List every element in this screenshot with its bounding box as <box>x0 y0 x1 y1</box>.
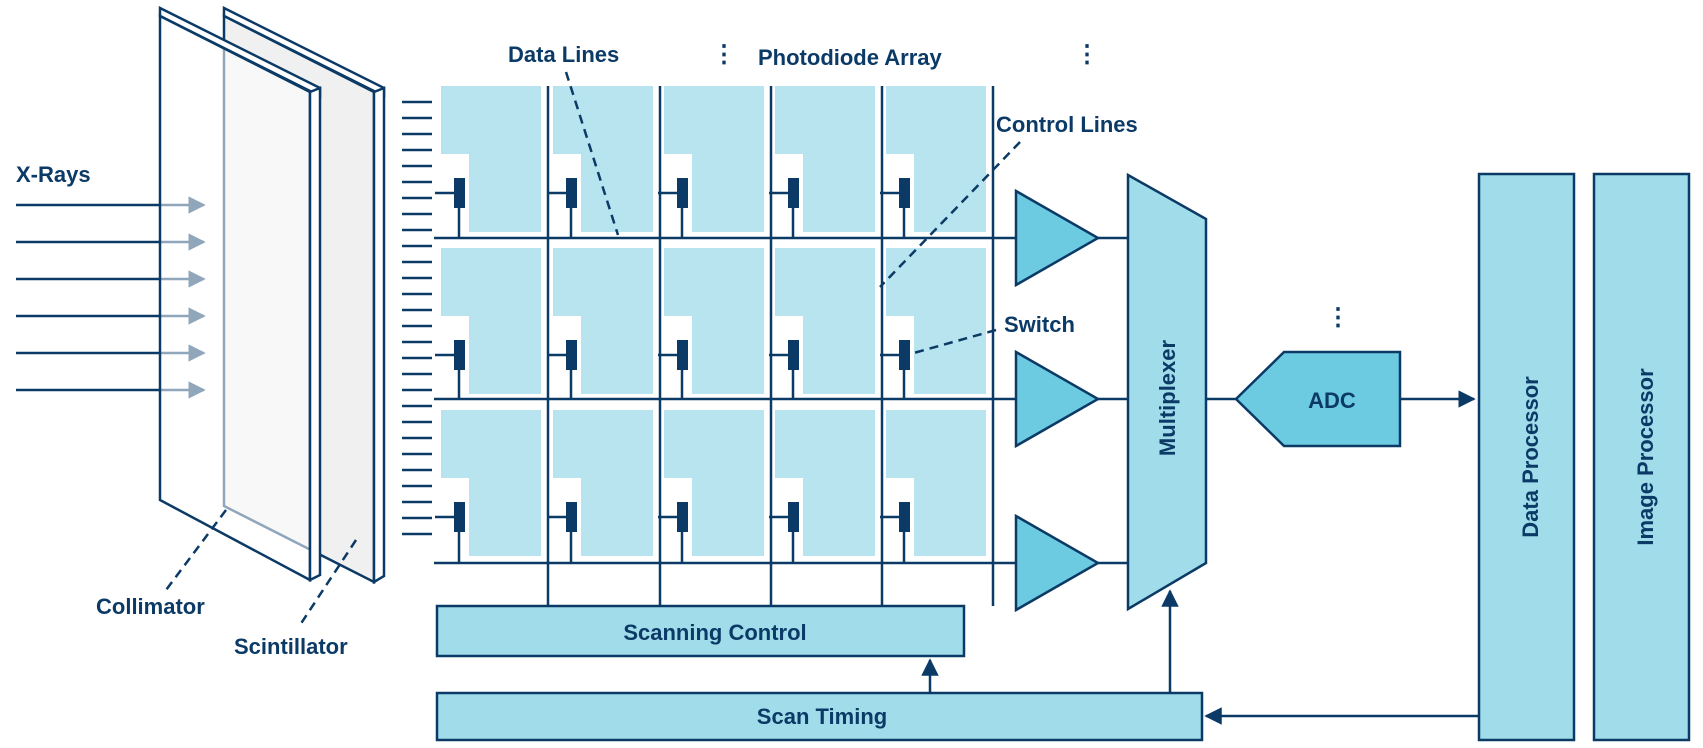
amplifier <box>1014 188 1101 288</box>
photodiode-array-label: Photodiode Array <box>758 45 943 70</box>
data-lines-leader <box>564 71 620 236</box>
photodiode-cell <box>886 248 986 394</box>
amplifier <box>1014 513 1101 613</box>
adc-block: ADC <box>1234 350 1402 448</box>
photodiode-cell <box>553 86 653 232</box>
data-lines-label: Data Lines <box>508 42 619 67</box>
photodiode-cell <box>441 86 541 232</box>
image-processor-block: Image Processor <box>1592 172 1691 742</box>
multiplexer-label: Multiplexer <box>1155 339 1180 456</box>
photodiode-cell <box>553 410 653 556</box>
continuation-dots-left: ⋮ <box>712 41 736 68</box>
switch-transistor <box>454 502 465 532</box>
photodiode-cell <box>441 410 541 556</box>
control-lines-leader <box>879 141 1021 288</box>
switch-leader <box>902 328 997 358</box>
switch-label: Switch <box>1004 312 1075 337</box>
switch-transistor <box>788 178 799 208</box>
image-processor-label: Image Processor <box>1633 368 1658 546</box>
photodiode-cell <box>775 86 875 232</box>
photodiode-cell <box>775 410 875 556</box>
photodiode-array <box>434 86 1018 606</box>
photodiode-cell <box>441 248 541 394</box>
continuation-dots-adc: ⋮ <box>1326 304 1350 331</box>
photodiode-cell <box>664 410 764 556</box>
switch-transistor <box>899 502 910 532</box>
photodiode-cell <box>886 410 986 556</box>
collimator-label: Collimator <box>96 594 205 619</box>
multiplexer-block: Multiplexer <box>1126 172 1208 612</box>
photodiode-cell <box>775 248 875 394</box>
photodiode-cell <box>553 248 653 394</box>
data-processor-block: Data Processor <box>1477 172 1576 742</box>
switch-transistor <box>454 340 465 370</box>
xrays-label: X-Rays <box>16 162 91 187</box>
photodiode-cell <box>886 86 986 232</box>
scintillator-label: Scintillator <box>234 634 348 659</box>
scan-timing-block: Scan Timing <box>435 691 1204 742</box>
scintillator-edge-ticks <box>402 100 432 536</box>
collimator-leader <box>165 509 227 591</box>
switch-transistor <box>566 178 577 208</box>
scan-timing-label: Scan Timing <box>757 704 887 729</box>
control-lines-label: Control Lines <box>996 112 1138 137</box>
photodiode-cell <box>664 248 764 394</box>
scanning-control-block: Scanning Control <box>435 604 966 658</box>
collimator-plate <box>158 5 322 583</box>
data-processor-label: Data Processor <box>1518 376 1543 538</box>
continuation-dots-right: ⋮ <box>1075 41 1099 68</box>
amplifier <box>1014 349 1101 449</box>
switch-transistor <box>677 502 688 532</box>
scintillator-leader <box>298 539 358 626</box>
switch-transistor <box>677 178 688 208</box>
switch-transistor <box>899 178 910 208</box>
amplifiers <box>1014 188 1128 613</box>
switch-transistor <box>566 340 577 370</box>
scanning-control-label: Scanning Control <box>623 620 806 645</box>
switch-transistor <box>454 178 465 208</box>
switch-transistor <box>566 502 577 532</box>
switch-transistor <box>677 340 688 370</box>
adc-label: ADC <box>1308 388 1356 413</box>
photodiode-cell <box>664 86 764 232</box>
switch-transistor <box>788 340 799 370</box>
switch-transistor <box>788 502 799 532</box>
